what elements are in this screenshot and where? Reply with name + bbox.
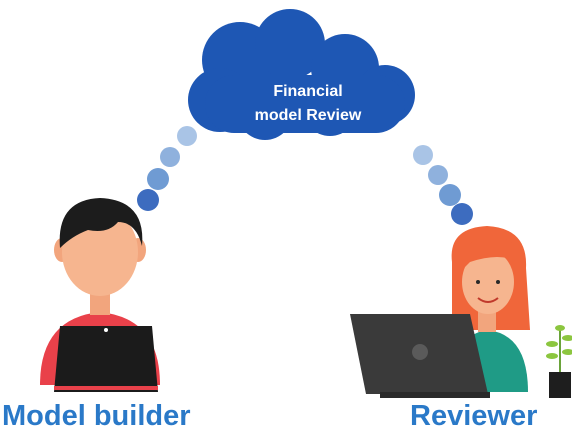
reviewer-label: Reviewer: [410, 400, 538, 432]
builder-label: Model builder: [2, 400, 191, 432]
cloud-label-line2: model Review: [254, 107, 362, 124]
connector-dots-right: [413, 145, 473, 225]
dot: [160, 147, 180, 167]
connector-dots-left: [137, 126, 197, 211]
cloud-label: Financial model Review: [238, 80, 378, 128]
plant-icon: [546, 325, 572, 398]
cloud-icon: [188, 9, 415, 140]
dot: [413, 145, 433, 165]
dot: [177, 126, 197, 146]
dot: [428, 165, 448, 185]
dot: [451, 203, 473, 225]
reviewer-laptop-icon: [350, 314, 490, 398]
builder-laptop-icon: [54, 326, 158, 392]
cloud-label-line1: Financial: [273, 83, 343, 100]
dot: [147, 168, 169, 190]
dot: [137, 189, 159, 211]
dot: [439, 184, 461, 206]
